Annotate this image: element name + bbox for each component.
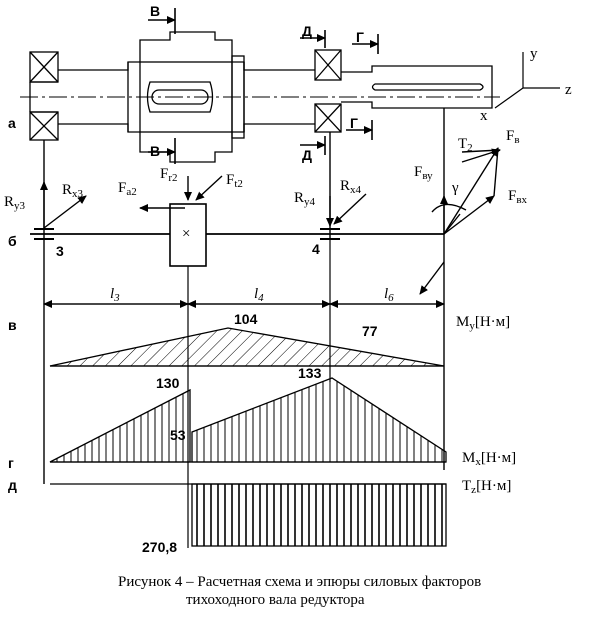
axis-x-label: x (480, 108, 488, 124)
span-dimensions (43, 240, 445, 548)
tz-diagram (50, 483, 447, 547)
mx-peak-value: 133 (298, 365, 322, 381)
caption-line-2: тихоходного вала редуктора (186, 592, 365, 608)
my-peak-value: 104 (234, 311, 258, 327)
my-right-value: 77 (362, 323, 378, 339)
row-label-d: д (8, 477, 17, 493)
mx-left-bottom-value: 53 (170, 427, 186, 443)
force-ry3-label: Rу3 (4, 194, 26, 212)
force-rx3-label: Rx3 (62, 182, 84, 200)
section-marks (148, 8, 379, 164)
section-d-top-label: Д (302, 23, 312, 39)
row-label-v: в (8, 317, 17, 333)
force-fb-label: Fв (506, 128, 520, 146)
support-3-number: 3 (56, 243, 64, 259)
torque-t2-label: T2 (458, 136, 473, 154)
section-b-bottom-label: В (150, 143, 160, 159)
axis-z-label: z (565, 82, 572, 98)
mx-left-top-value: 130 (156, 375, 180, 391)
force-ry4-label: Ry4 (294, 190, 316, 208)
force-fby-label: Fву (414, 164, 433, 182)
force-fr2-label: Fr2 (160, 166, 178, 184)
caption-line-1: Рисунок 4 – Расчетная схема и эпюры сило… (118, 574, 481, 590)
force-fbx-label: Fвх (508, 188, 528, 206)
force-fa2-label: Fa2 (118, 180, 137, 198)
row-label-g: г (8, 455, 14, 471)
angle-gamma-label: γ (451, 180, 459, 196)
tz-axis-label: Tz[Н·м] (462, 478, 511, 496)
section-b-top-label: В (150, 3, 160, 19)
mx-axis-label: Mx[Н·м] (462, 450, 516, 468)
span-l4-label: l4 (254, 286, 264, 304)
coordinate-axes (494, 52, 560, 109)
tz-value: 270,8 (142, 539, 177, 555)
row-label-b: б (8, 233, 17, 249)
my-axis-label: My[Н·м] (456, 314, 510, 332)
force-scheme (30, 108, 501, 484)
axis-y-label: y (530, 46, 538, 62)
span-l6-label: l6 (384, 286, 394, 304)
mx-diagram (49, 377, 447, 463)
force-rx4-label: Rx4 (340, 178, 362, 196)
force-ft2-label: Ft2 (226, 172, 243, 190)
support-4-number: 4 (312, 241, 320, 257)
gear-center-mark: × (182, 226, 190, 242)
shaft-drawing (20, 31, 500, 163)
section-g-bottom-label: Г (350, 115, 358, 131)
row-label-a: а (8, 115, 16, 131)
section-d-bottom-label: Д (302, 147, 312, 163)
section-g-top-label: Г (356, 29, 364, 45)
span-l3-label: l3 (110, 286, 120, 304)
my-diagram (49, 327, 445, 367)
